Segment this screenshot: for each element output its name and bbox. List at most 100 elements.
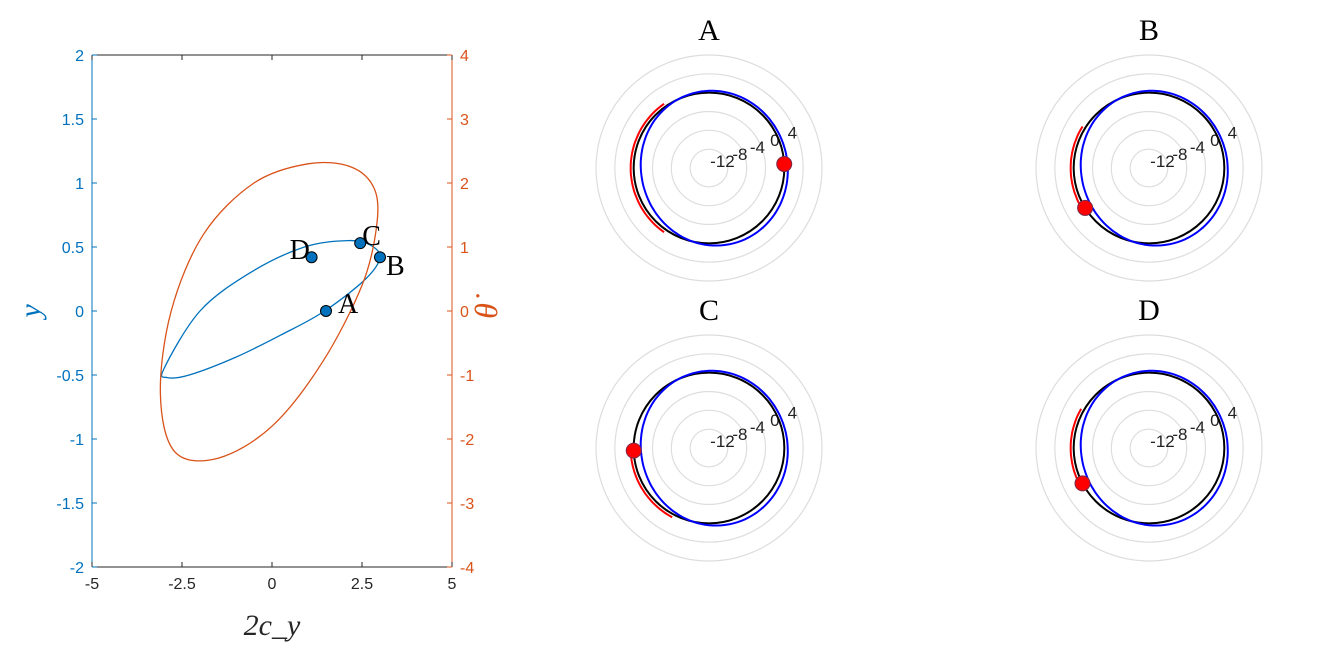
polar-title: B: [1139, 14, 1159, 47]
contact-marker: [776, 156, 793, 173]
left-y-axis-label: y: [14, 304, 47, 321]
right-y-tick-label: 0: [460, 304, 469, 321]
polar-grid-ring: [1054, 353, 1244, 543]
polar-r-tick-label: 0: [1210, 131, 1219, 150]
left-y-tick-label: 0.5: [62, 240, 84, 257]
state-point-label: C: [362, 221, 381, 252]
polar-grid-ring: [689, 428, 729, 468]
polar-grid-ring: [1035, 54, 1263, 282]
right-y-tick-label: 3: [460, 112, 469, 129]
polar-title: D: [1138, 294, 1160, 327]
polar-grid-ring: [1091, 390, 1207, 506]
x-tick-label: 2.5: [351, 576, 373, 593]
polar-grid-ring: [670, 129, 748, 207]
polar-r-tick-label: 4: [1228, 124, 1237, 143]
left-y-tick-label: 1.5: [62, 112, 84, 129]
polar-r-tick-label: -8: [1172, 145, 1187, 164]
right-y-tick-label: 1: [460, 240, 469, 257]
state-point-label: D: [290, 235, 310, 266]
right-y-tick-label: 2: [460, 176, 469, 193]
state-point-label: B: [386, 251, 405, 282]
polar-r-tick-label: -12: [710, 152, 735, 171]
polar-r-tick-label: 0: [770, 131, 779, 150]
contact-marker: [1077, 199, 1094, 216]
reference-circle: [1072, 91, 1226, 245]
red-shape-arc: [1069, 408, 1082, 486]
polar-grid-ring: [689, 148, 729, 188]
left-y-tick-label: 2: [75, 48, 84, 65]
right-y-tick-label: 4: [460, 48, 469, 65]
right-y-tick-label: -3: [460, 496, 474, 513]
polar-grid-ring: [614, 73, 804, 263]
red-shape-arc: [629, 102, 665, 234]
polar-grid-ring: [1035, 334, 1263, 562]
state-point-d: [305, 251, 318, 264]
theta-dot-trajectory-line: [159, 161, 379, 462]
left-y-tick-label: 1: [75, 176, 84, 193]
right-y-tick-label: -4: [460, 560, 474, 577]
contact-marker: [625, 442, 642, 459]
polar-grid-ring: [1110, 129, 1188, 207]
polar-r-tick-label: -4: [750, 138, 765, 157]
blue-shape-curve: [1079, 89, 1229, 247]
contact-marker: [1074, 475, 1091, 492]
polar-title: C: [699, 294, 719, 327]
polar-r-tick-label: 0: [770, 411, 779, 430]
polar-r-tick-label: -4: [1190, 138, 1205, 157]
blue-shape-curve: [639, 89, 789, 247]
polar-grid-ring: [1091, 110, 1207, 226]
polar-grid-ring: [1054, 73, 1244, 263]
polar-r-tick-label: -8: [732, 425, 747, 444]
state-point-a: [320, 305, 332, 317]
polar-grid-ring: [1110, 409, 1188, 487]
right-y-axis-label: θ̇: [468, 293, 504, 319]
polar-r-tick-label: -12: [1150, 152, 1175, 171]
polar-grid-ring: [651, 110, 767, 226]
polar-title: A: [698, 14, 720, 47]
polar-r-tick-label: 4: [788, 404, 797, 423]
left-y-tick-label: 0: [75, 304, 84, 321]
state-point-c: [354, 237, 367, 250]
x-tick-label: -5: [85, 576, 99, 593]
polar-r-tick-label: -4: [1190, 418, 1205, 437]
x-axis-label: 2c_y: [244, 609, 301, 642]
x-tick-label: 5: [448, 576, 457, 593]
right-y-tick-label: -1: [460, 368, 474, 385]
polar-r-tick-label: -4: [750, 418, 765, 437]
polar-grid-ring: [614, 353, 804, 543]
left-y-tick-label: -1: [70, 432, 84, 449]
polar-grid-ring: [1129, 148, 1169, 188]
polar-r-tick-label: -12: [1150, 432, 1175, 451]
polar-r-tick-label: 4: [788, 124, 797, 143]
reference-circle: [632, 91, 786, 245]
x-tick-label: 0: [268, 576, 277, 593]
red-shape-arc: [629, 450, 673, 519]
main-phase-plot: -5 -2.5 0 2.5 5 -2 -1.5 -1 -0.5 0 0.5 1 1.5 2 -4 -3 -2 -1…: [14, 48, 504, 642]
polar-r-tick-label: -8: [732, 145, 747, 164]
polar-grid-ring: [670, 409, 748, 487]
polar-r-tick-label: 0: [1210, 411, 1219, 430]
left-y-tick-label: -2: [70, 560, 84, 577]
left-y-tick-label: -0.5: [56, 368, 84, 385]
red-shape-arc: [1069, 125, 1084, 211]
blue-shape-curve: [1079, 369, 1229, 527]
polar-grid-ring: [595, 334, 823, 562]
state-point-label: A: [338, 289, 359, 320]
reference-circle: [632, 371, 786, 525]
right-y-tick-label: -2: [460, 432, 474, 449]
polar-r-tick-label: -12: [710, 432, 735, 451]
polar-grid-ring: [1129, 428, 1169, 468]
polar-r-tick-label: 4: [1228, 404, 1237, 423]
polar-grid-ring: [595, 54, 823, 282]
polar-r-tick-label: -8: [1172, 425, 1187, 444]
x-tick-label: -2.5: [168, 576, 196, 593]
left-y-tick-label: -1.5: [56, 496, 84, 513]
reference-circle: [1072, 371, 1226, 525]
polar-grid-ring: [651, 390, 767, 506]
